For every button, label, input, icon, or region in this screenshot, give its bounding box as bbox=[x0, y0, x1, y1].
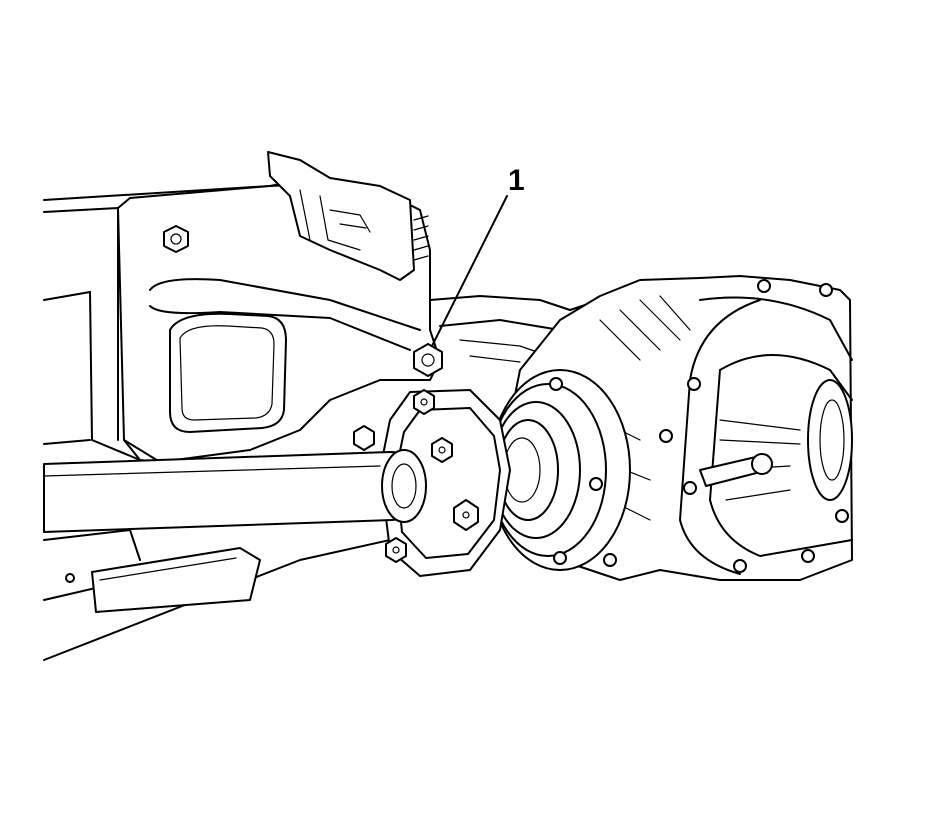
crossmember-bracket bbox=[117, 151, 441, 463]
frame-rail bbox=[43, 179, 391, 661]
callout-1: 1 bbox=[431, 164, 525, 347]
mount-nut bbox=[413, 343, 443, 377]
propeller-shaft bbox=[43, 449, 427, 533]
output-seal-assembly bbox=[489, 369, 631, 571]
flex-coupling bbox=[353, 389, 511, 577]
coupling-bolts bbox=[353, 389, 479, 563]
callout-leader-line bbox=[431, 195, 508, 347]
bracket-bolt bbox=[163, 225, 189, 253]
callout-label: 1 bbox=[508, 164, 525, 197]
